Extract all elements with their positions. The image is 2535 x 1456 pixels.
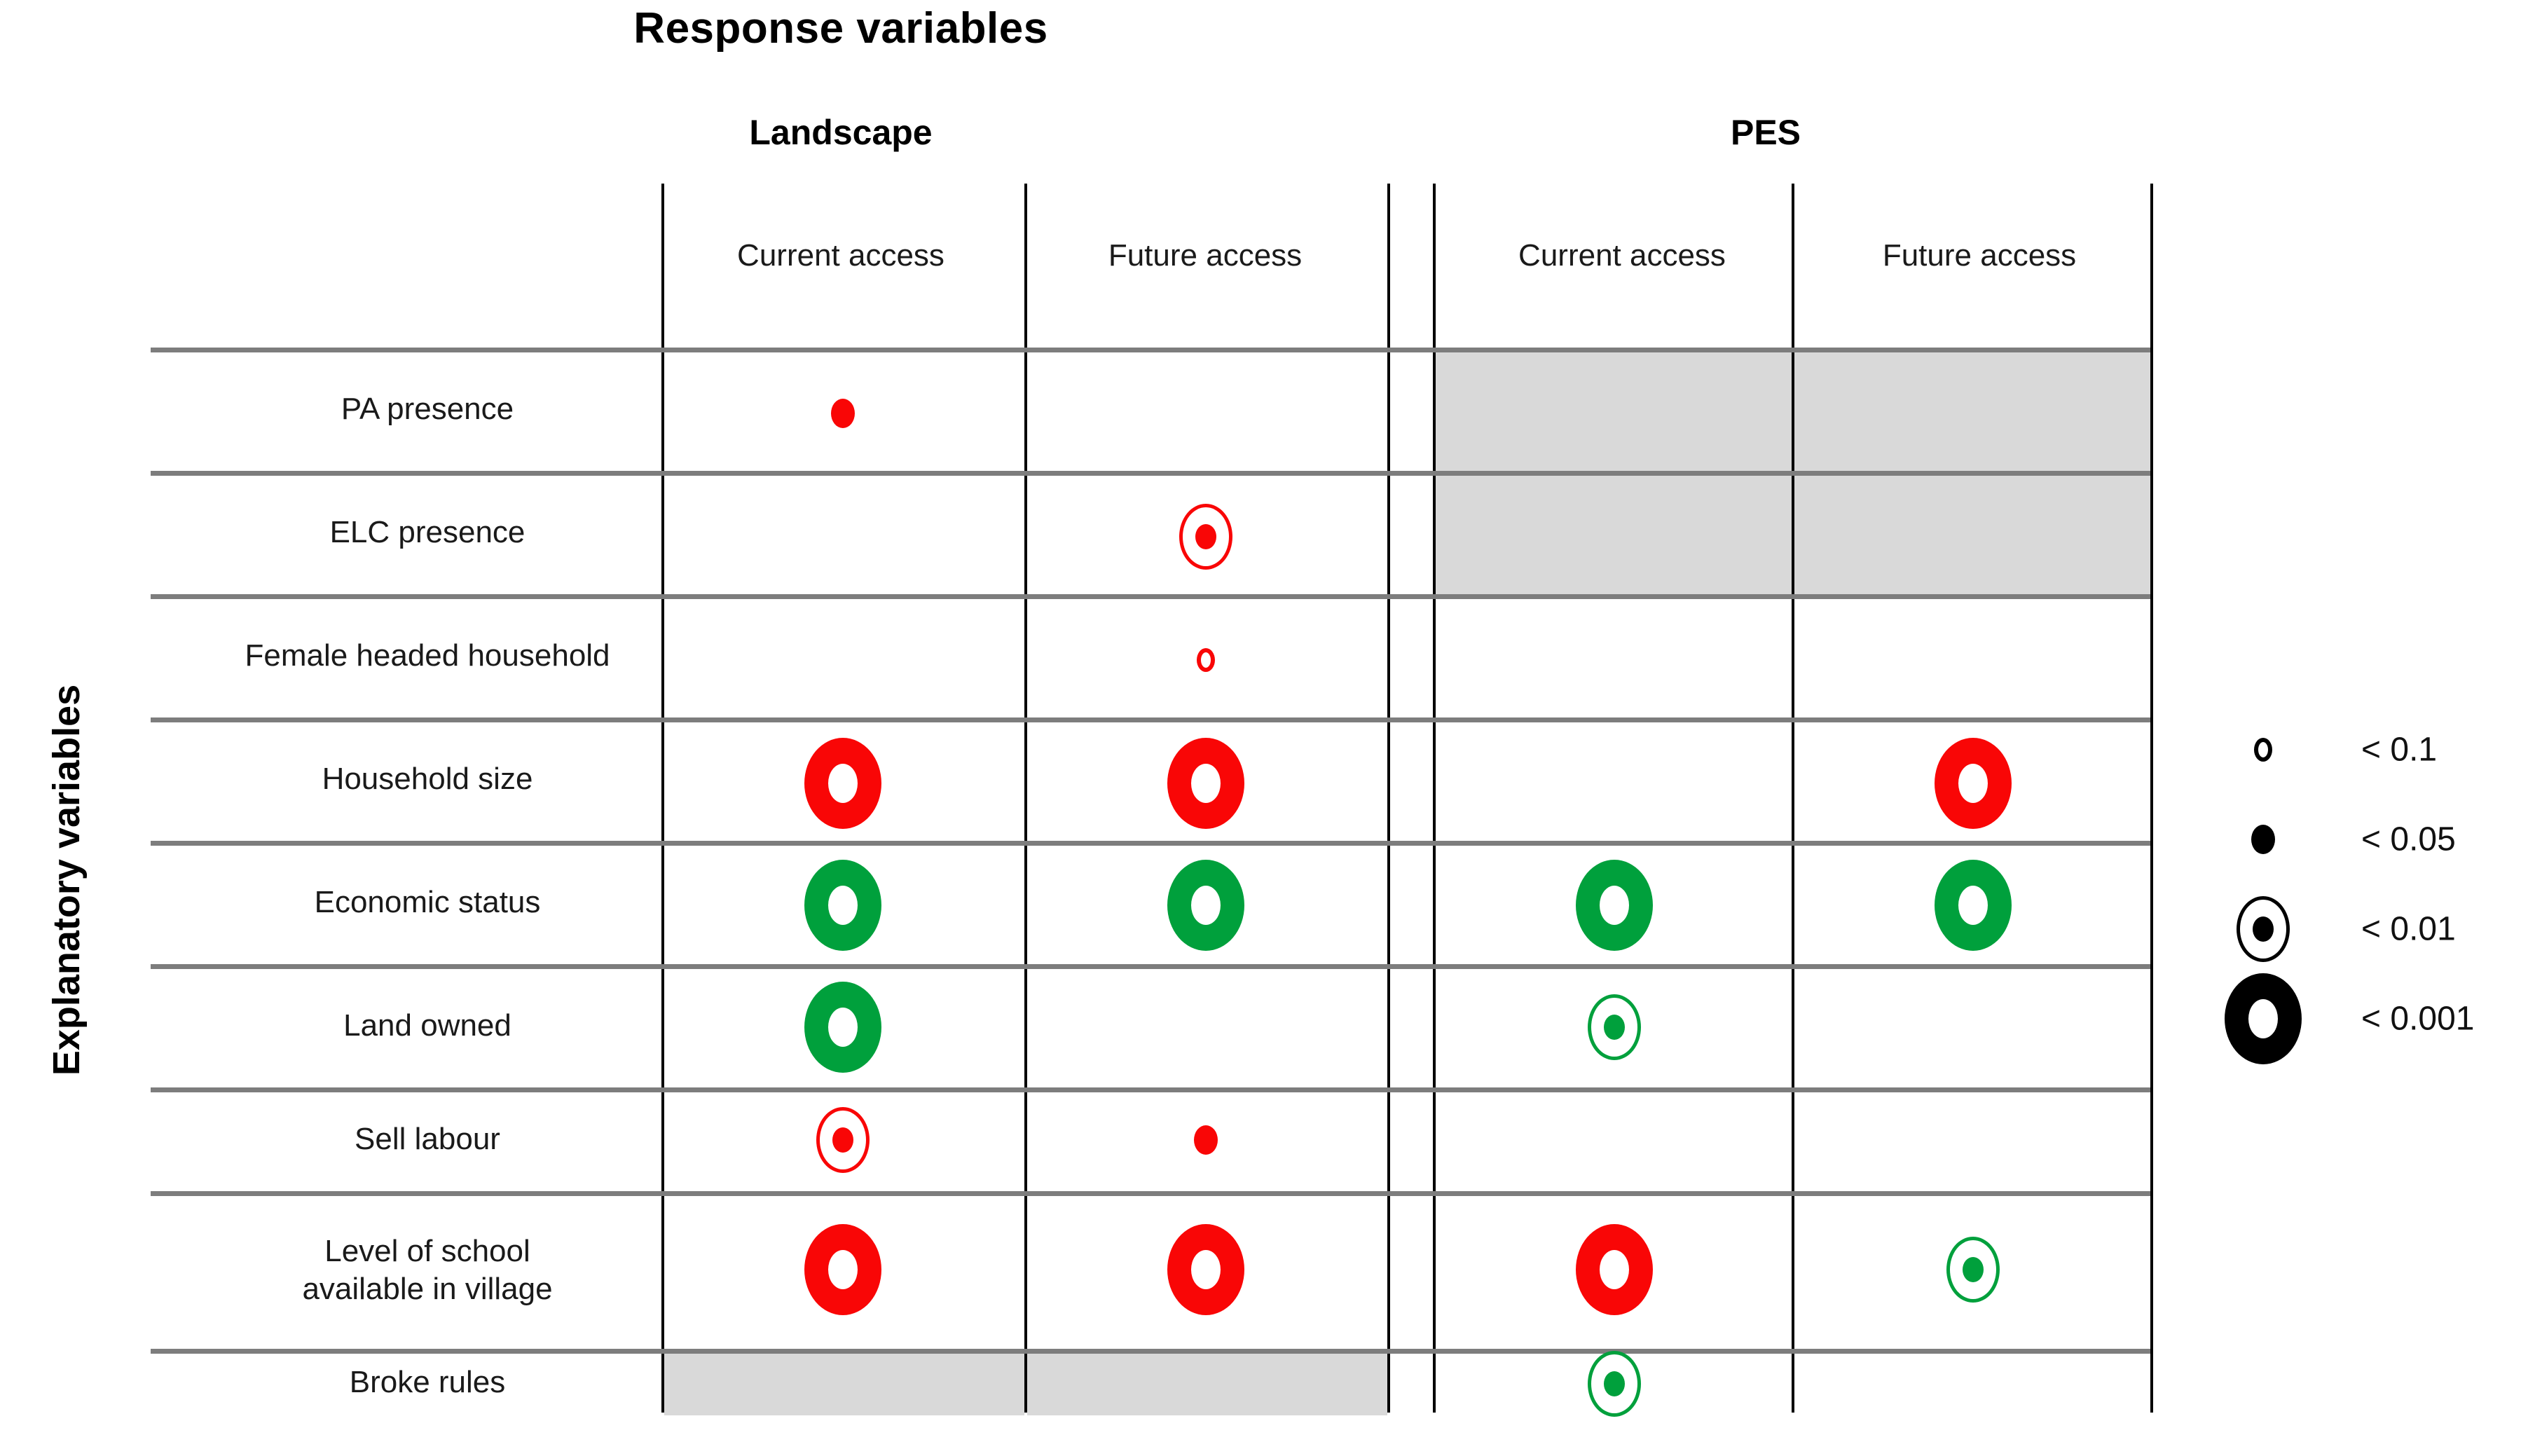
marker-household-size-pes-future (1935, 738, 2012, 829)
legend-item-p10: < 0.1 (2200, 708, 2529, 792)
grid-line-r8 (151, 1349, 2150, 1354)
axis-title-explanatory-variables: Explanatory variables (46, 684, 88, 1076)
legend-label-p01: < 0.01 (2361, 910, 2456, 948)
marker-sell-labour-landscape-future (1194, 1125, 1218, 1155)
row-label-broke-rules: Broke rules (349, 1364, 506, 1399)
marker-economic-status-landscape-current (804, 860, 881, 951)
cell-shaded-broke-landscape-current (664, 1351, 1024, 1415)
group-header-pes: PES (1730, 113, 1801, 152)
marker-female-headed-landscape-future (1197, 648, 1215, 672)
marker-level-of-school-landscape-current (804, 1224, 881, 1315)
legend-symbol-filled-dot-icon (2251, 825, 2275, 854)
marker-level-of-school-landscape-future (1167, 1224, 1244, 1315)
row-label-level-of-school: Level of school available in village (302, 1233, 553, 1306)
cell-shaded-pa-pes-current (1436, 348, 1792, 471)
marker-sell-labour-landscape-current (816, 1107, 870, 1173)
grid-line-r5 (151, 964, 2150, 969)
column-header-pes-future: Future access (1882, 238, 2077, 273)
legend-symbol-ring-with-dot-icon (2237, 896, 2290, 962)
row-label-elc-presence: ELC presence (329, 515, 525, 550)
divider-pes-left (1433, 184, 1436, 1413)
grid-line-top (151, 348, 2150, 352)
cell-shaded-elc-pes-future (1794, 476, 2150, 599)
row-label-pa-presence: PA presence (341, 392, 514, 427)
row-label-sell-labour: Sell labour (355, 1122, 500, 1157)
divider-pes-mid (1792, 184, 1794, 1413)
cell-shaded-pa-pes-future (1794, 348, 2150, 471)
marker-pa-presence-landscape-current (831, 399, 855, 428)
grid-line-r7 (151, 1191, 2150, 1196)
row-label-female-headed: Female headed household (245, 638, 610, 673)
row-label-economic-status: Economic status (314, 885, 541, 920)
marker-elc-presence-landscape-future (1179, 504, 1232, 570)
legend: < 0.1 < 0.05 < 0.01 < 0.001 (2200, 708, 2529, 1086)
cell-shaded-broke-landscape-future (1027, 1351, 1387, 1415)
legend-label-p10: < 0.1 (2361, 731, 2438, 769)
grid-line-r2 (151, 594, 2150, 599)
column-header-landscape-current: Current access (737, 238, 944, 273)
marker-level-of-school-pes-future (1946, 1237, 2000, 1303)
legend-label-p05: < 0.05 (2361, 820, 2456, 858)
legend-item-p05: < 0.05 (2200, 797, 2529, 881)
grid-line-r4 (151, 841, 2150, 846)
legend-label-p001: < 0.001 (2361, 1000, 2475, 1038)
grid-line-r3 (151, 717, 2150, 722)
column-header-landscape-future: Future access (1108, 238, 1303, 273)
row-label-household-size: Household size (322, 762, 533, 797)
marker-economic-status-pes-future (1935, 860, 2012, 951)
divider-landscape-mid (1024, 184, 1027, 1413)
column-header-pes-current: Current access (1518, 238, 1726, 273)
marker-household-size-landscape-future (1167, 738, 1244, 829)
marker-level-of-school-pes-current (1576, 1224, 1653, 1315)
grid-line-r1 (151, 471, 2150, 476)
marker-economic-status-pes-current (1576, 860, 1653, 951)
group-header-landscape: Landscape (749, 113, 933, 152)
divider-pes-right (2150, 184, 2153, 1413)
legend-item-p001: < 0.001 (2200, 973, 2529, 1064)
legend-symbol-thick-donut-icon (2225, 973, 2302, 1064)
marker-household-size-landscape-current (804, 738, 881, 829)
marker-land-owned-pes-current (1588, 994, 1641, 1060)
marker-broke-rules-pes-current (1588, 1351, 1641, 1417)
grid-line-r6 (151, 1087, 2150, 1092)
divider-landscape-left (661, 184, 664, 1413)
row-label-land-owned: Land owned (343, 1008, 511, 1043)
cell-shaded-elc-pes-current (1436, 476, 1792, 599)
legend-symbol-open-ring-tiny-icon (2254, 738, 2272, 762)
marker-land-owned-landscape-current (804, 982, 881, 1073)
marker-economic-status-landscape-future (1167, 860, 1244, 951)
page-title: Response variables (633, 4, 1048, 53)
legend-item-p01: < 0.01 (2200, 887, 2529, 971)
divider-landscape-right (1387, 184, 1390, 1413)
